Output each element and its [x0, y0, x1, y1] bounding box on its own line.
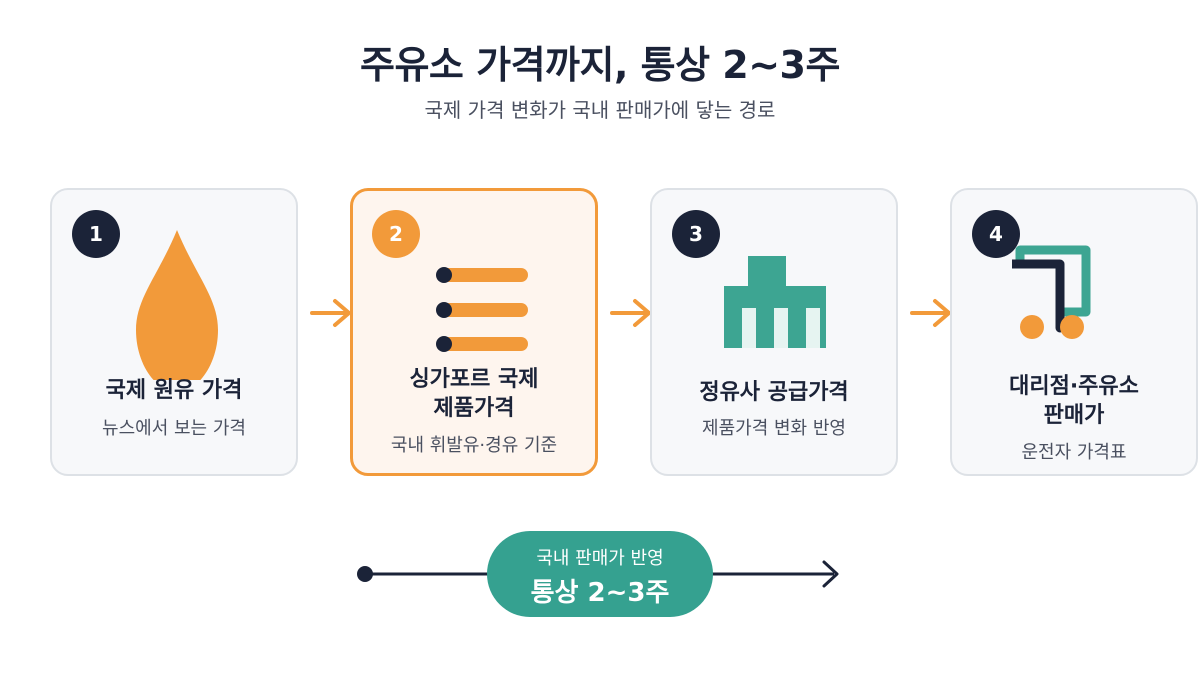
page-title: 주유소 가격까지, 통상 2~3주 — [360, 43, 840, 87]
step-number-badge: 4 — [972, 210, 1020, 258]
refinery-icon — [724, 256, 826, 348]
step-number-badge: 1 — [72, 210, 120, 258]
step-card-4: 4 대리점·주유소 판매가 운전자 가격표 — [950, 188, 1198, 476]
step-title-line2: 제품가격 — [433, 396, 515, 421]
step-title: 싱가포르 국제 — [409, 367, 539, 392]
oil-drop-icon — [136, 230, 218, 380]
list-icon — [436, 267, 528, 352]
timeline-start-dot — [357, 566, 373, 582]
step-subtitle: 국내 휘발유·경유 기준 — [390, 435, 558, 456]
step-subtitle: 제품가격 변화 반영 — [702, 418, 846, 439]
page-subtitle: 국제 가격 변화가 국내 판매가에 닿는 경로 — [424, 98, 776, 122]
duration-pill: 국내 판매가 반영 통상 2~3주 — [487, 531, 713, 617]
step-card-3: 3 정유사 공급가격 제품가격 변화 반영 — [650, 188, 898, 476]
step-title-line2: 판매가 — [1043, 403, 1105, 428]
step-subtitle: 운전자 가격표 — [1021, 442, 1127, 463]
arrow-right-icon — [310, 299, 351, 327]
arrowhead-icon — [822, 560, 839, 588]
arrow-right-icon — [910, 299, 951, 327]
arrow-right-icon — [610, 299, 651, 327]
step-number-badge: 3 — [672, 210, 720, 258]
step-card-2: 2 싱가포르 국제 제품가격 국내 휘발유·경유 기준 — [350, 188, 598, 476]
step-number-badge: 2 — [372, 210, 420, 258]
step-title: 국제 원유 가격 — [105, 378, 243, 403]
step-title: 정유사 공급가격 — [699, 380, 849, 405]
duration-label: 국내 판매가 반영 — [536, 548, 664, 569]
step-subtitle: 뉴스에서 보는 가격 — [102, 418, 246, 439]
step-card-1: 1 국제 원유 가격 뉴스에서 보는 가격 — [50, 188, 298, 476]
step-title: 대리점·주유소 — [1009, 374, 1139, 399]
duration-value: 통상 2~3주 — [530, 578, 670, 608]
gas-pump-icon — [1012, 245, 1091, 339]
